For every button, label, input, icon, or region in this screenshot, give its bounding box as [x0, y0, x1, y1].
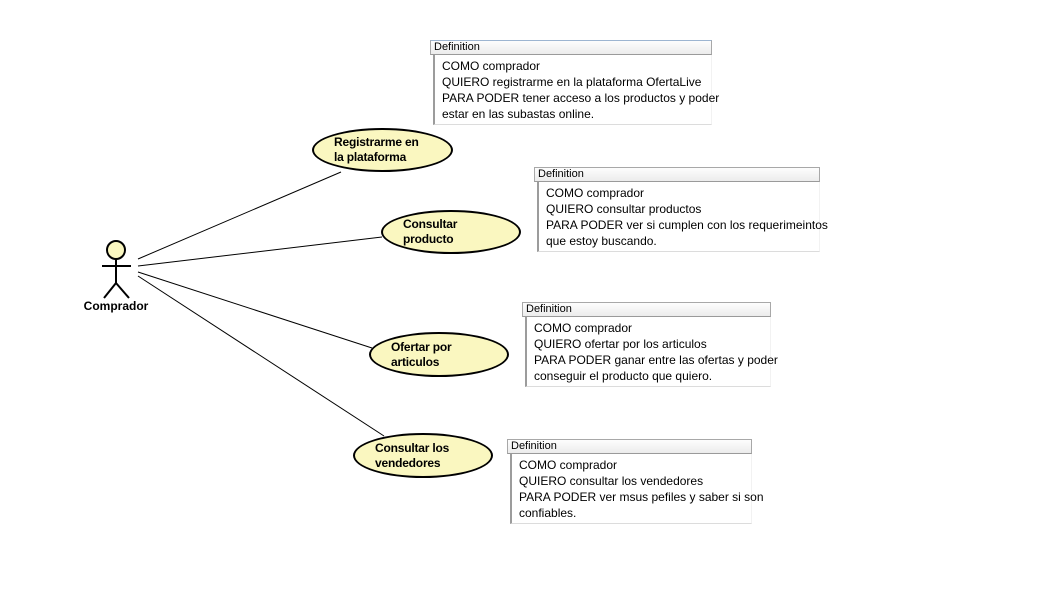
association-comprador-consultar-vendedores[interactable]	[137, 275, 385, 437]
association-comprador-registrarme[interactable]	[137, 171, 342, 260]
note-body: COMO comprador QUIERO registrarme en la …	[433, 55, 720, 125]
note-line: QUIERO ofertar por los articulos	[534, 337, 707, 351]
note-line: QUIERO registrarme en la plataforma Ofer…	[442, 75, 702, 89]
note-line: COMO comprador	[546, 186, 645, 200]
usecase-consultar-los-vendedores[interactable]: Consultar los vendedores	[353, 433, 493, 478]
note-line: confiables.	[519, 506, 577, 520]
actor-head	[106, 240, 126, 260]
note-title: Definition	[522, 302, 771, 317]
note-line: PARA PODER tener acceso a los productos …	[442, 91, 720, 105]
usecase-label: Consultar los vendedores	[375, 440, 450, 470]
definition-note-registrarme[interactable]: Definition COMO comprador QUIERO registr…	[430, 40, 720, 125]
note-title: Definition	[534, 167, 820, 182]
actor-leg-left	[103, 282, 117, 299]
note-title: Definition	[430, 40, 712, 55]
note-line: COMO comprador	[534, 321, 633, 335]
usecase-label: Consultar producto	[403, 217, 458, 246]
actor-leg-right	[115, 282, 130, 299]
association-comprador-consultar-producto[interactable]	[137, 236, 383, 267]
usecase-registrarme-en-la-plataforma[interactable]: Registrarme en la plataforma	[312, 128, 453, 172]
actor-comprador-label: Comprador	[83, 299, 149, 313]
note-body: COMO comprador QUIERO ofertar por los ar…	[525, 317, 778, 387]
usecase-consultar-producto[interactable]: Consultar producto	[381, 210, 521, 254]
note-title: Definition	[507, 439, 752, 454]
usecase-label: Registrarme en la plataforma	[334, 135, 419, 164]
note-line: PARA PODER ver si cumplen con los requer…	[546, 218, 828, 232]
note-line: QUIERO consultar productos	[546, 202, 702, 216]
definition-note-consultar-vendedores[interactable]: Definition COMO comprador QUIERO consult…	[507, 439, 764, 524]
association-comprador-ofertar[interactable]	[137, 271, 373, 349]
actor-comprador-figure[interactable]	[102, 240, 131, 299]
note-line: que estoy buscando.	[546, 234, 657, 248]
definition-note-consultar-producto[interactable]: Definition COMO comprador QUIERO consult…	[534, 167, 828, 252]
note-line: PARA PODER ver msus pefiles y saber si s…	[519, 490, 764, 504]
note-line: conseguir el producto que quiero.	[534, 369, 713, 383]
usecase-ofertar-por-articulos[interactable]: Ofertar por articulos	[369, 332, 509, 377]
note-line: COMO comprador	[442, 59, 541, 73]
usecase-label: Ofertar por articulos	[391, 339, 452, 369]
definition-note-ofertar[interactable]: Definition COMO comprador QUIERO ofertar…	[522, 302, 778, 387]
note-line: estar en las subastas online.	[442, 107, 595, 121]
note-body: COMO comprador QUIERO consultar producto…	[537, 182, 828, 252]
note-body: COMO comprador QUIERO consultar los vend…	[510, 454, 764, 524]
note-line: QUIERO consultar los vendedores	[519, 474, 704, 488]
note-line: COMO comprador	[519, 458, 618, 472]
note-line: PARA PODER ganar entre las ofertas y pod…	[534, 353, 778, 367]
